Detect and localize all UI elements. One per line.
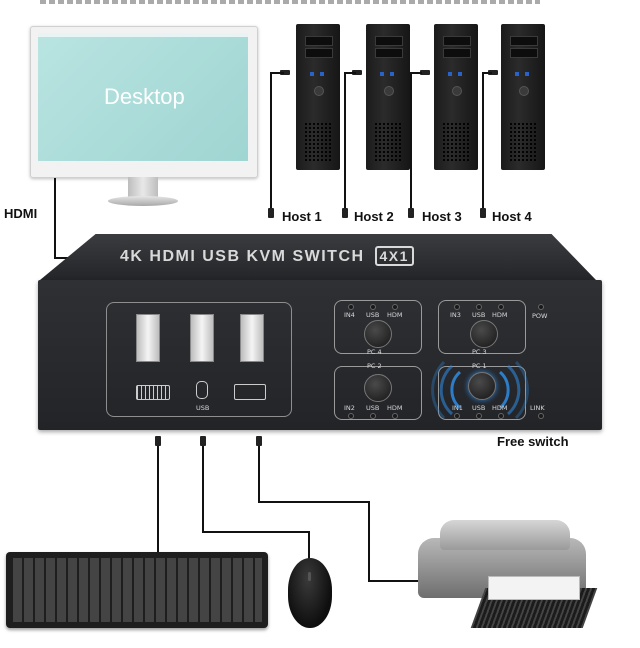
desktop-text: Desktop	[104, 84, 185, 109]
usb-port-panel	[106, 302, 292, 417]
pc3-led-in: IN3	[450, 311, 461, 319]
mouse-icon	[196, 381, 208, 399]
usb-label: USB	[196, 404, 210, 412]
monitor-screen	[38, 33, 248, 161]
mouse-wheel	[308, 572, 311, 581]
printer	[418, 520, 598, 638]
host-1-label: Host 1	[282, 209, 322, 224]
pc3-button[interactable]	[470, 320, 498, 348]
host-1-cable	[270, 72, 272, 208]
hdmi-cable	[54, 178, 56, 258]
pc3-led-usb: USB	[472, 311, 486, 319]
host-3-cable	[410, 72, 412, 208]
kvm-switch-front	[38, 280, 602, 430]
host-2-label: Host 2	[354, 209, 394, 224]
pc1-panel	[438, 366, 526, 420]
pc1-button[interactable]	[468, 372, 496, 400]
keyboard-cable	[157, 446, 159, 556]
pc1-led-hdm: HDM	[492, 404, 508, 412]
pc2-led-in: IN2	[344, 404, 355, 412]
pc4-led-hdm: HDM	[387, 311, 403, 319]
host-3-plug-top	[420, 70, 430, 75]
pc4-led-usb: USB	[366, 311, 380, 319]
kvm-switch-title: 4K HDMI USB KVM SWITCH 4X1	[120, 246, 414, 266]
pow-label: POW	[532, 312, 548, 320]
printer-cable	[258, 446, 260, 502]
host-tower-1	[296, 24, 340, 170]
monitor-top-strip	[38, 33, 248, 37]
pc2-button[interactable]	[364, 374, 392, 402]
monitor-neck	[128, 177, 158, 197]
pc1-led-in: IN1	[452, 404, 463, 412]
printer-icon	[234, 384, 266, 400]
pc2-panel	[334, 366, 422, 420]
kvm-switch-top	[40, 234, 596, 280]
host-4-cable	[482, 72, 484, 208]
usb-port-1[interactable]	[136, 314, 160, 362]
printer-top	[440, 520, 570, 550]
pc2-label: PC 2	[367, 362, 382, 370]
pc2-led-hdm: HDM	[387, 404, 403, 412]
host-4-label: Host 4	[492, 209, 532, 224]
free-switch-label: Free switch	[497, 434, 569, 449]
host-tower-4	[501, 24, 545, 170]
monitor-stand-base	[108, 196, 178, 206]
monitor: Desktop	[30, 26, 258, 210]
host-3-label: Host 3	[422, 209, 462, 224]
host-2-cable	[344, 72, 346, 208]
host-tower-2	[366, 24, 410, 170]
pc1-label: PC 1	[472, 362, 487, 370]
keyboard-plug	[155, 436, 161, 446]
link-led	[538, 413, 544, 419]
kvm-title-text: 4K HDMI USB KVM SWITCH	[120, 248, 365, 265]
host-tower-3	[434, 24, 478, 170]
usb-port-3[interactable]	[240, 314, 264, 362]
pc4-label: PC 4	[367, 348, 382, 356]
pc4-button[interactable]	[364, 320, 392, 348]
pc4-panel	[334, 300, 422, 354]
pc3-led-hdm: HDM	[492, 311, 508, 319]
hdmi-cable-h	[54, 257, 68, 259]
link-label: LINK	[530, 404, 545, 412]
top-cropped-text	[40, 0, 540, 4]
pc4-led-in: IN4	[344, 311, 355, 319]
pc1-led-usb: USB	[472, 404, 486, 412]
hdmi-label: HDMI	[4, 206, 38, 221]
mouse-plug	[200, 436, 206, 446]
printer-plug	[256, 436, 262, 446]
host-2-plug-top	[352, 70, 362, 75]
host-1-plug-top	[280, 70, 290, 75]
pc3-label: PC 3	[472, 348, 487, 356]
pc3-panel	[438, 300, 526, 354]
keyboard-icon	[136, 385, 170, 400]
mouse-cable	[202, 446, 204, 532]
printer-paper	[488, 576, 580, 600]
pc2-led-usb: USB	[366, 404, 380, 412]
kvm-badge: 4X1	[374, 246, 414, 266]
host-4-plug-top	[488, 70, 498, 75]
pow-led	[538, 304, 544, 310]
mouse	[288, 558, 332, 628]
wave-signal-icon	[431, 360, 529, 420]
usb-port-2[interactable]	[190, 314, 214, 362]
keyboard-keys	[12, 558, 262, 622]
